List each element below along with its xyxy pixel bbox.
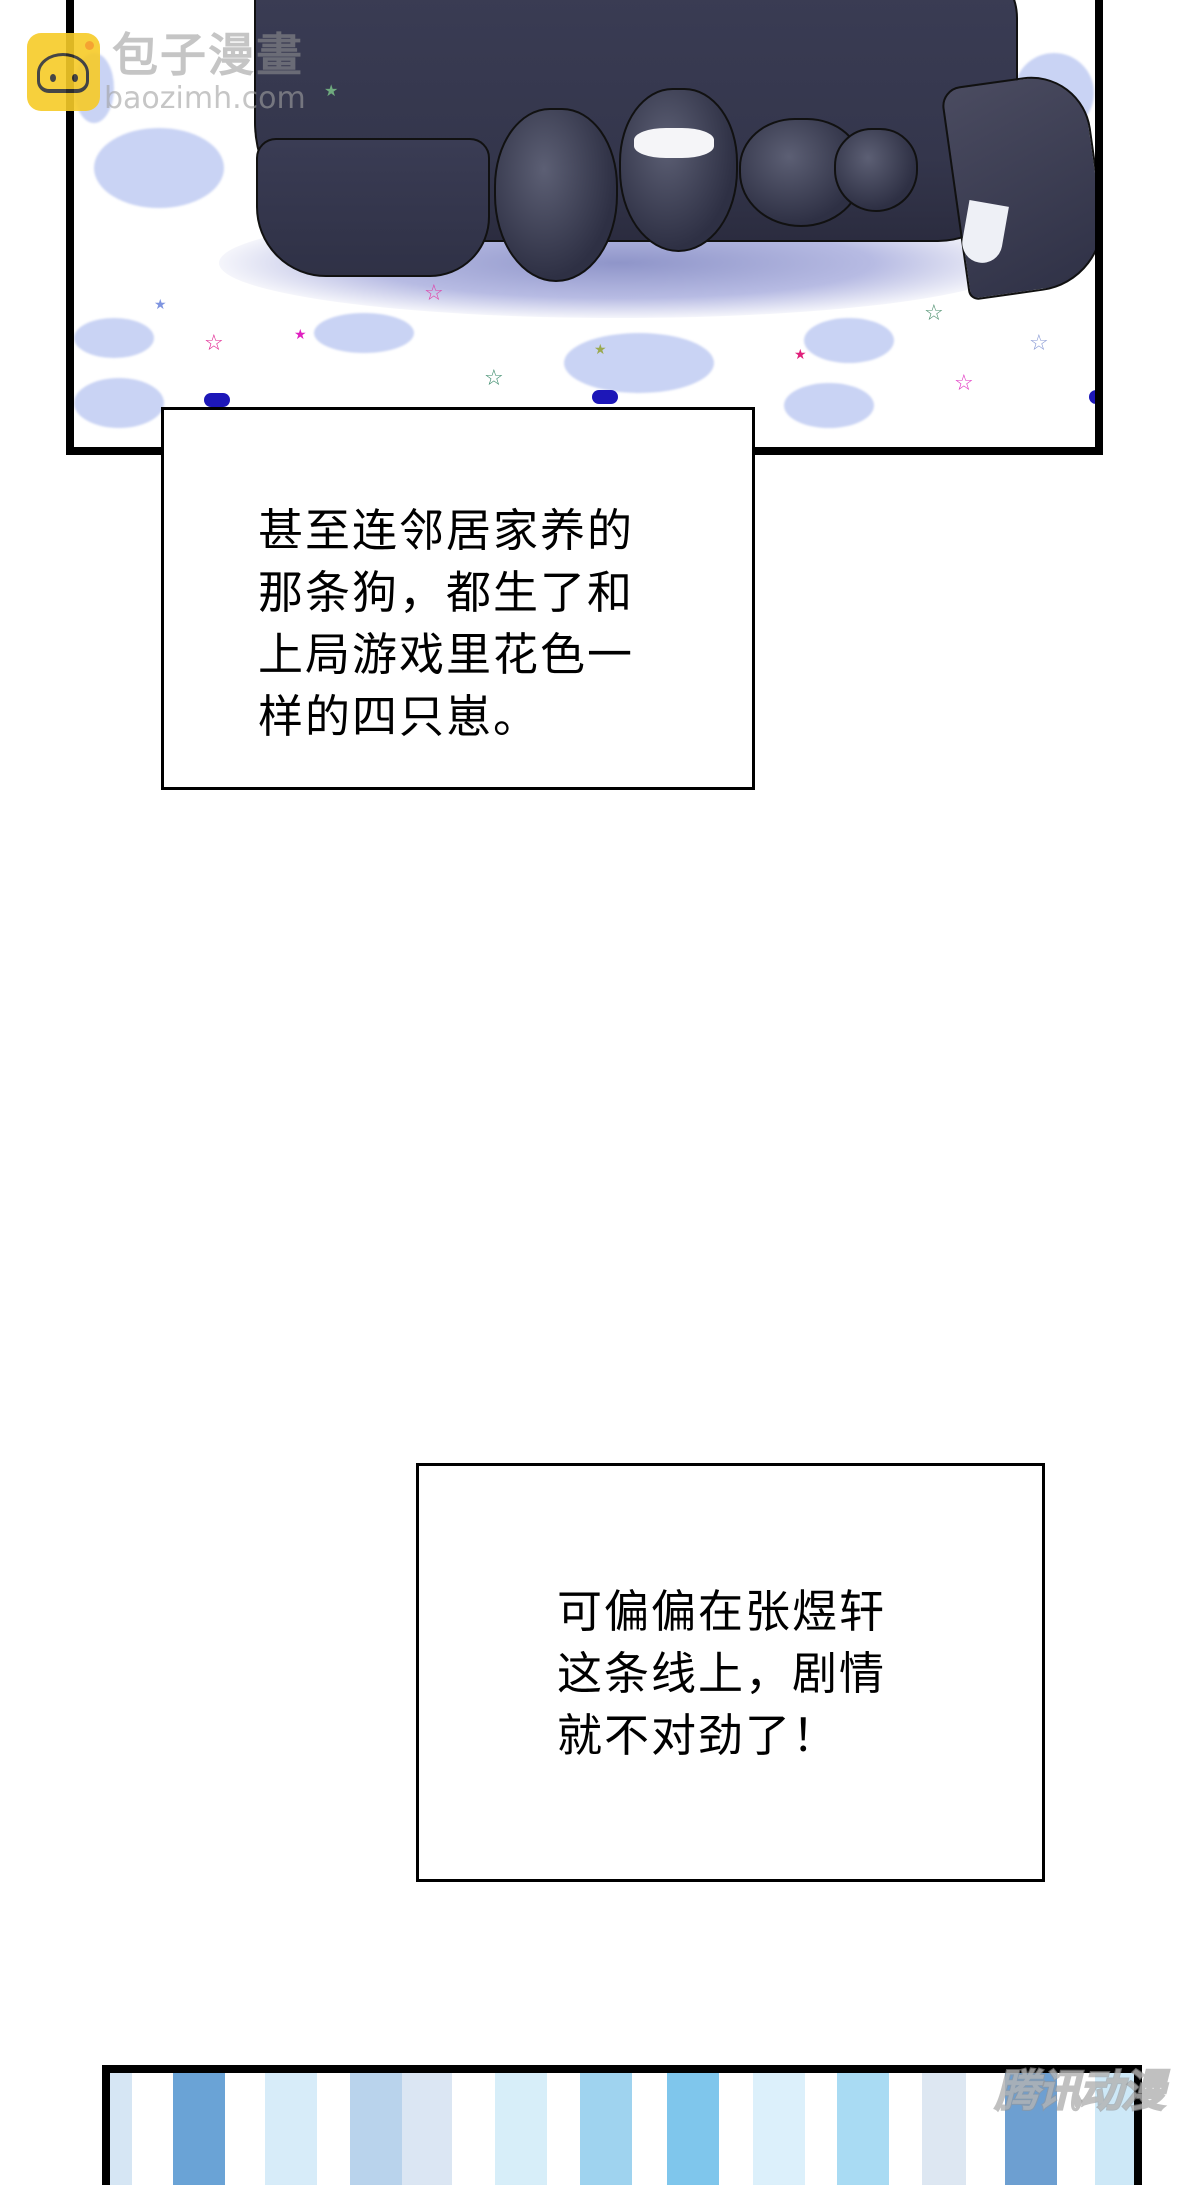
watermark-tencent-comics: 腾讯动漫 [994, 2066, 1166, 2117]
logo-dot-icon [85, 41, 94, 50]
stripe [350, 2073, 402, 2185]
stripe [580, 2073, 632, 2185]
star-decoration: ☆ [924, 301, 944, 326]
cloud-decoration [94, 128, 224, 208]
stripe [495, 2073, 547, 2185]
puppy-illustration [834, 128, 918, 212]
logo-eye [50, 74, 56, 82]
stripe [173, 2073, 225, 2185]
stripe [667, 2073, 719, 2185]
bow-decoration [204, 393, 230, 407]
mother-dog-paw [256, 138, 490, 277]
dog-tail [939, 69, 1095, 301]
star-decoration: ☆ [204, 331, 224, 356]
stripe [265, 2073, 317, 2185]
cloud-decoration [74, 378, 164, 428]
narration-box-2: 可偏偏在张煜轩 这条线上，剧情 就不对劲了！ [416, 1463, 1045, 1882]
star-decoration: ★ [594, 342, 607, 358]
star-decoration: ☆ [954, 371, 974, 396]
star-decoration: ★ [324, 81, 339, 100]
cloud-decoration [784, 383, 874, 428]
watermark-site-url: baozimh.com [104, 81, 306, 116]
puppy-illustration [494, 108, 618, 282]
stripe [837, 2073, 889, 2185]
star-decoration: ☆ [1029, 331, 1049, 356]
baozi-logo [27, 33, 100, 111]
stripe [110, 2073, 132, 2185]
cloud-decoration [564, 333, 714, 393]
bow-decoration [592, 390, 618, 404]
puppy-white-marking [634, 128, 714, 158]
cloud-decoration [314, 313, 414, 353]
cloud-decoration [804, 318, 894, 363]
steamed-bun-icon [37, 53, 89, 93]
stripe [922, 2073, 966, 2185]
star-decoration: ☆ [424, 281, 444, 306]
cloud-decoration [74, 318, 154, 358]
star-decoration: ★ [794, 347, 807, 363]
star-decoration: ☆ [484, 366, 504, 391]
comic-panel-blue-stripes [102, 2065, 1142, 2185]
puppy-illustration [619, 88, 738, 252]
watermark-site-name: 包子漫畫 [112, 28, 304, 82]
comic-panel-dog-with-puppies: ☆ ★ ☆ ★ ☆ ☆ ☆ ☆ ★ ★ ★ [66, 0, 1103, 455]
stripe [753, 2073, 805, 2185]
narration-text-2: 可偏偏在张煜轩 这条线上，剧情 就不对劲了！ [557, 1585, 887, 1762]
stripe [402, 2073, 452, 2185]
star-decoration: ★ [154, 297, 167, 313]
star-decoration: ★ [294, 327, 307, 343]
logo-eye [72, 74, 78, 82]
narration-box-1: 甚至连邻居家养的 那条狗，都生了和 上局游戏里花色一 样的四只崽。 [161, 407, 755, 790]
bow-decoration [1089, 390, 1095, 404]
narration-text-1: 甚至连邻居家养的 那条狗，都生了和 上局游戏里花色一 样的四只崽。 [258, 504, 635, 743]
